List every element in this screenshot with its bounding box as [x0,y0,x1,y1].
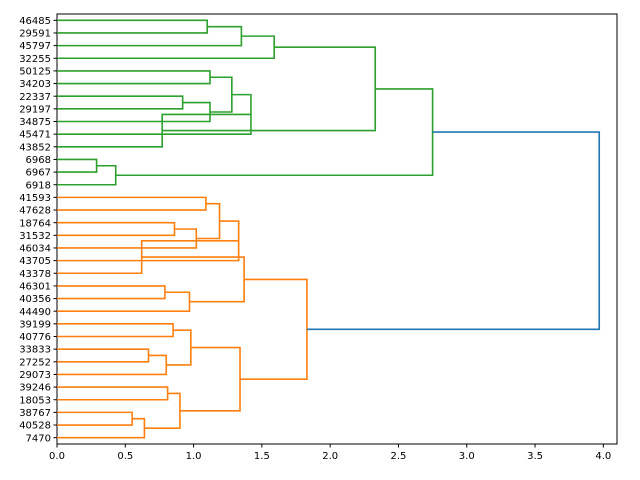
x-tick-label: 1.0 [186,451,202,462]
dendrogram-link [141,256,245,303]
dendrogram-link [57,196,207,211]
x-tick-label: 3.5 [527,451,543,462]
leaf-label: 45797 [19,41,51,52]
leaf-label: 32255 [19,54,51,65]
dendrogram-link [57,411,133,426]
dendrogram-link [57,417,146,439]
dendrogram-link [57,348,150,363]
dendrogram-links [57,19,601,439]
dendrogram-link [57,70,211,85]
leaf-label: 40528 [19,421,51,432]
leaf-label: 40356 [19,294,51,305]
x-tick-label: 2.0 [322,451,338,462]
leaf-label: 46301 [19,282,51,293]
leaf-label: 6967 [26,168,51,179]
dendrogram-link [57,95,184,110]
leaf-label: 29591 [19,29,51,40]
dendrogram-link [115,88,434,177]
x-tick-label: 3.0 [459,451,475,462]
dendrogram-link [57,323,174,338]
dendrogram-link [196,202,221,240]
leaf-label: 46034 [19,244,51,255]
leaf-label: 47628 [19,206,51,217]
dendrogram-link [57,164,117,186]
leaf-label: 46485 [19,16,51,27]
leaf-label: 38767 [19,408,51,419]
leaf-label: 6968 [26,155,51,166]
dendrogram-link [57,228,198,249]
dendrogram-link [57,291,191,313]
leaf-label: 34875 [19,117,51,128]
x-tick-label: 0.0 [49,451,65,462]
x-tick-label: 2.5 [391,451,407,462]
leaf-label: 7470 [26,433,51,444]
leaf-label: 43378 [19,269,51,280]
leaf-label: 27252 [19,357,51,368]
leaf-label: 45471 [19,130,51,141]
leaf-label: 43705 [19,256,51,267]
leaf-label: 6918 [26,180,51,191]
dendrogram-link [306,131,601,331]
x-tick-label: 0.5 [117,451,133,462]
leaf-label: 39199 [19,319,51,330]
dendrogram-link [240,278,308,380]
leaf-label: 44490 [19,307,51,318]
dendrogram-link [162,46,377,132]
leaf-label: 34203 [19,79,51,90]
dendrogram-link [57,386,169,401]
dendrogram-link [57,285,166,300]
dendrogram-link [57,354,168,376]
x-tick-label: 4.0 [595,451,611,462]
dendrogram-link [209,76,233,113]
dendrogram-link [166,329,192,366]
dendrogram-link [144,392,181,429]
leaf-label: 43852 [19,142,51,153]
leaf-label: 18053 [19,395,51,406]
leaf-label: 22337 [19,92,51,103]
x-tick-label: 1.5 [254,451,270,462]
dendrogram-link [57,221,176,237]
axes-frame [56,13,618,445]
dendrogram-link [57,25,243,47]
leaf-label: 41593 [19,193,51,204]
dendrogram-link [179,346,241,412]
dendrogram-link [57,158,98,173]
leaf-label: 40776 [19,332,51,343]
x-axis-ticks: 0.0 0.5 1.0 1.5 2.0 2.5 3.0 3.5 4.0 [49,444,611,462]
leaf-label: 39246 [19,383,51,394]
leaf-label: 29197 [19,104,51,115]
leaf-label: 31532 [19,231,51,242]
dendrogram-link [57,101,211,123]
dendrogram-link [57,19,209,34]
leaf-label: 29073 [19,370,51,381]
leaf-label: 50125 [19,67,51,78]
leaf-label: 33833 [19,345,51,356]
leaf-label: 18764 [19,218,51,229]
